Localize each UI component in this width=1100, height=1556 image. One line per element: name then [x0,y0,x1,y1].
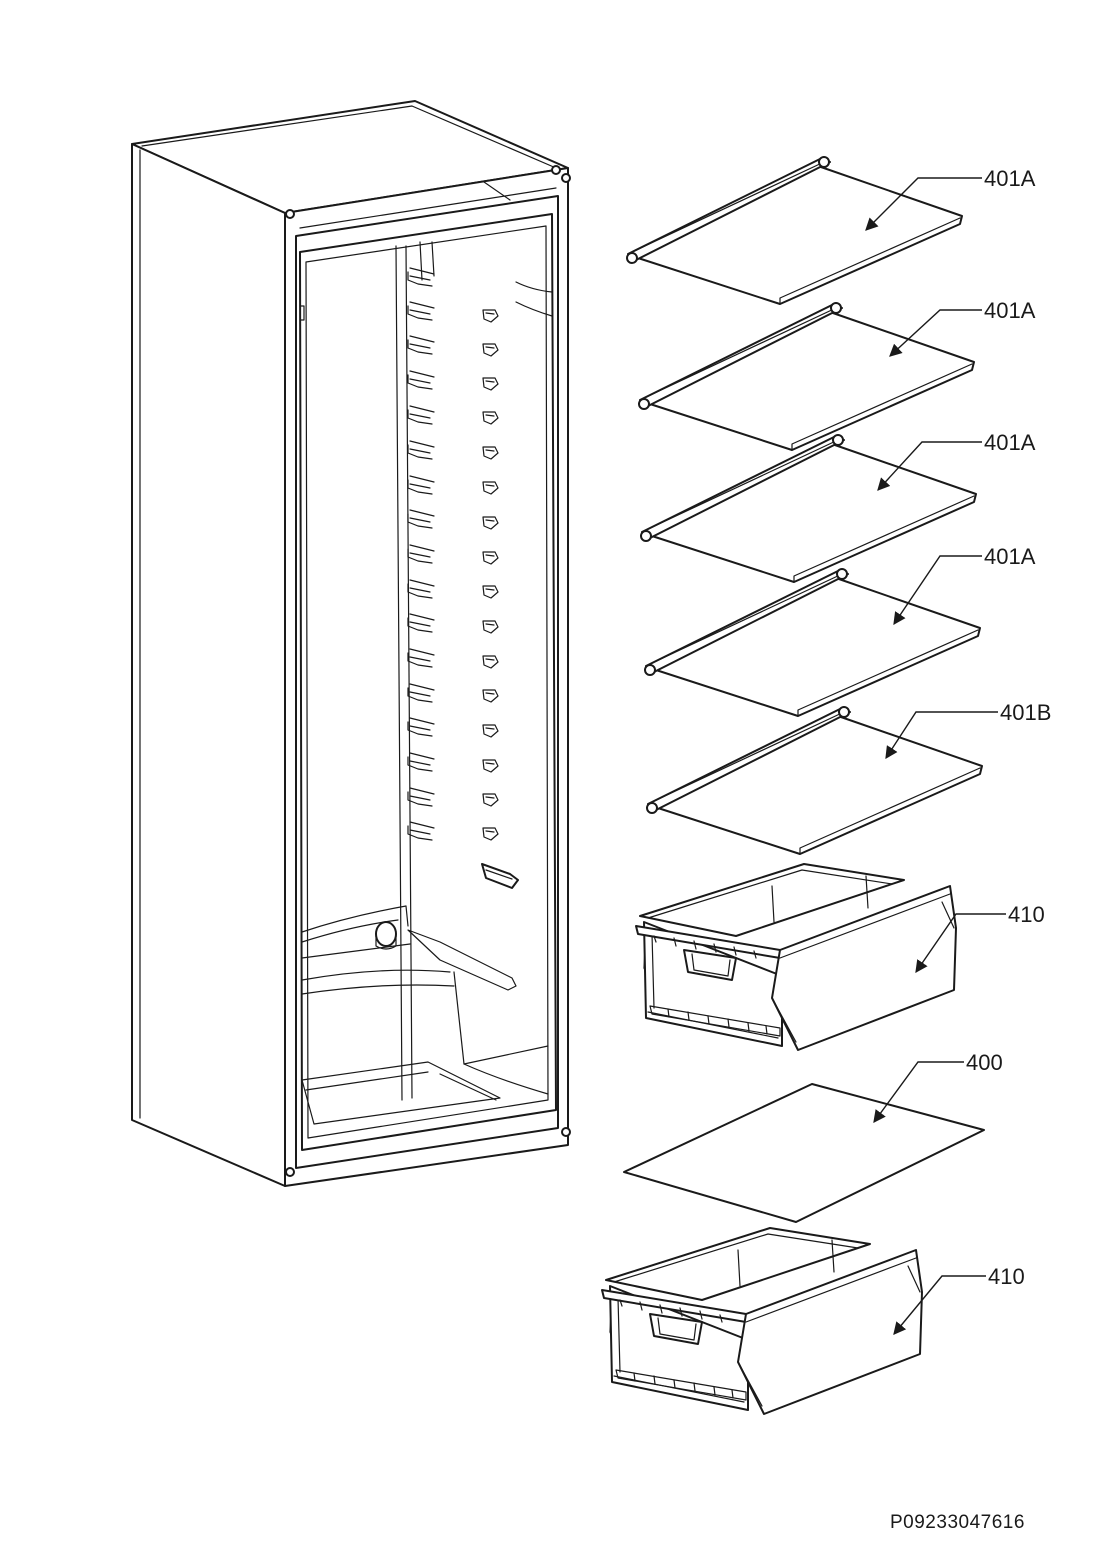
glass-shelf-1 [626,156,963,305]
callout-label-cover-plate: 400 [966,1050,1003,1075]
fridge-cabinet [131,100,571,1187]
crisper-drawer-upper [635,863,957,1051]
document-id: P09233047616 [890,1512,1025,1533]
glass-shelf-3 [640,434,977,583]
glass-shelf-5 [646,706,983,855]
glass-shelf-4 [644,568,981,717]
callout-label-drawer-lower: 410 [988,1264,1025,1289]
callout-leaders [865,177,1006,1335]
callout-label-shelf-3: 401A [984,430,1036,455]
callout-label-shelf-4: 401A [984,544,1036,569]
callout-label-shelf-2: 401A [984,298,1036,323]
callout-label-shelf-1: 401A [984,166,1036,191]
callout-label-shelf-5: 401B [1000,700,1051,725]
callout-label-drawer-upper: 410 [1008,902,1045,927]
glass-cover-plate [623,1083,985,1223]
crisper-drawer-lower [601,1227,923,1415]
